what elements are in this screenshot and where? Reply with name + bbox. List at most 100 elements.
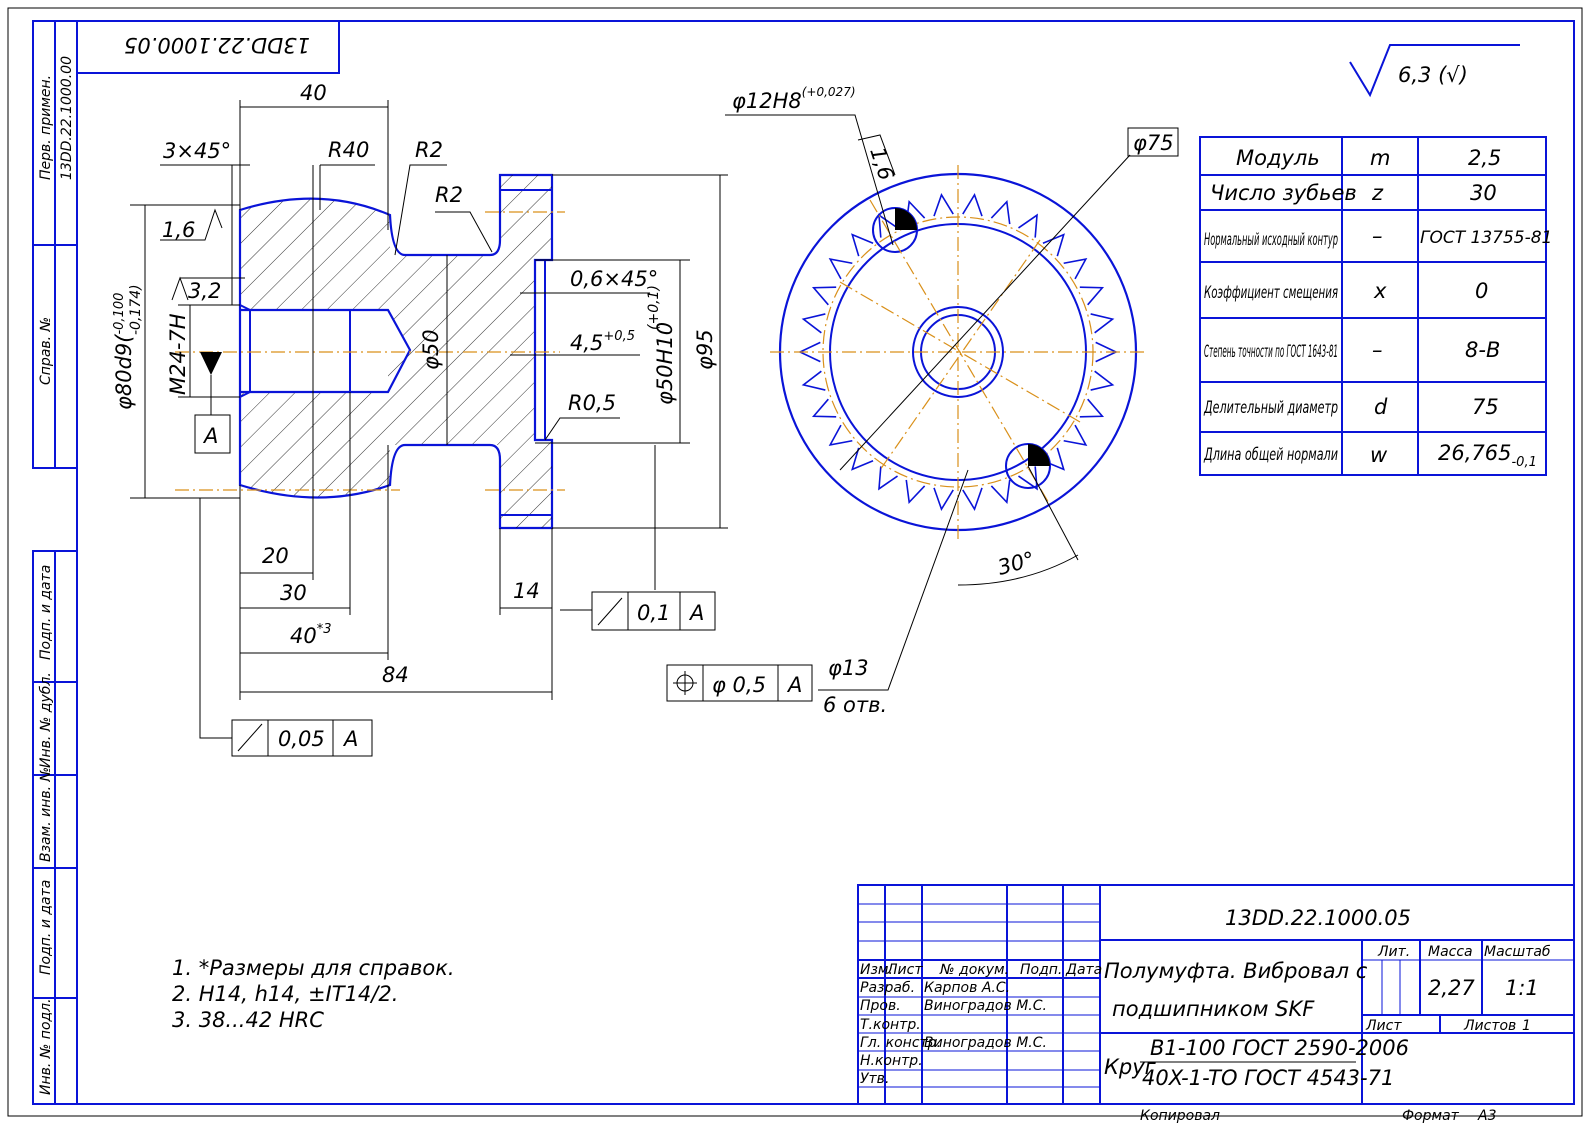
dim-r05: R0,5 xyxy=(568,391,616,415)
tb-name-1: Полумуфта. Вибровал с xyxy=(1104,959,1368,983)
roughness-text: 6,3 (√) xyxy=(1398,63,1468,87)
gear-tooth xyxy=(990,199,1011,225)
tb-number: 13DD.22.1000.05 xyxy=(1225,906,1411,930)
dim-40b-tol: *3 xyxy=(317,622,332,637)
svg-text:4,5+0,5: 4,5+0,5 xyxy=(570,329,635,355)
fv-hole-tol: (+0,027) xyxy=(802,85,856,99)
tb-list: Лист xyxy=(1365,1018,1402,1034)
tb-hdr-podp: Подп. xyxy=(1020,962,1062,978)
gear-tooth xyxy=(1042,233,1065,257)
dim-chamfer2: 0,6×45° xyxy=(570,267,658,291)
gear-tooth xyxy=(878,213,898,238)
svg-text:φ12H8(+0,027): φ12H8(+0,027) xyxy=(732,85,856,113)
side-vzam-inv: Взам. инв. № xyxy=(38,767,54,862)
dim-dia80-close: ) xyxy=(128,284,144,290)
tb-hdr-list: Лист xyxy=(886,962,923,978)
fv-holes-count: 6 отв. xyxy=(823,693,887,717)
gear-tooth xyxy=(905,479,926,505)
runout1-datum: A xyxy=(688,601,704,625)
side-stamp: Перв. примен. 13DD.22.1000.00 Справ. № П… xyxy=(32,20,77,1105)
dim-dia50: φ50 xyxy=(419,329,443,370)
svg-text:φ80d9(-0,100: φ80d9(-0,100 xyxy=(112,293,136,410)
svg-text:40*3: 40*3 xyxy=(290,622,332,648)
gt-row6-name: Длина общей нормали xyxy=(1203,445,1338,465)
gear-tooth xyxy=(990,479,1011,505)
gear-tooth xyxy=(933,193,954,217)
gear-tooth xyxy=(851,447,874,471)
gear-tooth xyxy=(811,398,837,418)
gear-tooth xyxy=(828,424,853,446)
dim-dia50h10-tol: (+0,1) xyxy=(646,285,662,330)
side-inv-podl: Инв. № подл. xyxy=(38,998,54,1095)
dim-groove-tol: +0,5 xyxy=(603,329,635,344)
tb-listov: Листов xyxy=(1463,1018,1516,1034)
gear-tooth xyxy=(1063,258,1088,280)
gt-row6-sym: w xyxy=(1370,443,1388,467)
side-perv-label: Перв. примен. xyxy=(38,75,54,180)
rough-16: 1,6 xyxy=(162,218,195,242)
section-bore xyxy=(240,308,412,394)
dim-dia50h10: φ50H10 xyxy=(653,322,677,405)
tb-kopiroval: Копировал xyxy=(1140,1108,1220,1124)
gt-row6-tol: -0,1 xyxy=(1511,455,1536,470)
gt-row5-val: 75 xyxy=(1472,395,1499,419)
roughness-symbol: 6,3 (√) xyxy=(1349,44,1520,98)
tb-name-row1: Виноградов М.С. xyxy=(924,998,1047,1014)
tb-listov-value: 1 xyxy=(1522,1018,1531,1034)
dim-dia80-tol: -0,100 xyxy=(112,293,127,335)
gt-row0-val: 2,5 xyxy=(1468,146,1501,170)
tb-material-1: B1-100 ГОСТ 2590-2006 xyxy=(1150,1036,1409,1060)
side-sprav-label: Справ. № xyxy=(38,317,54,385)
position-datum: A xyxy=(786,673,802,697)
tb-role-2: Т.контр. xyxy=(860,1017,921,1033)
fv-rough: 1,6 xyxy=(865,144,898,183)
tb-scale-value: 1:1 xyxy=(1505,976,1539,1000)
tb-mass-value: 2,27 xyxy=(1428,976,1475,1000)
tb-format-label: Формат xyxy=(1402,1108,1460,1124)
top-drawing-number: 13DD.22.1000.05 xyxy=(124,33,310,57)
dim-chamfer: 3×45° xyxy=(163,139,231,163)
gt-row3-val: 0 xyxy=(1475,279,1488,303)
dim-dia80: φ80d9( xyxy=(112,334,136,410)
tb-masshtab: Масштаб xyxy=(1484,944,1551,960)
gear-tooth xyxy=(1063,424,1088,446)
rough-32: 3,2 xyxy=(188,279,221,303)
tb-role-5: Утв. xyxy=(860,1071,889,1087)
dim-84: 84 xyxy=(382,663,409,687)
dim-r2-b: R2 xyxy=(435,183,463,207)
gt-row1-name: Число зубьев xyxy=(1210,181,1357,205)
side-inv-dubl: Инв. № дубл. xyxy=(38,672,54,768)
gt-row3-name: Коэффициент смещения xyxy=(1204,283,1338,303)
tb-massa: Масса xyxy=(1428,944,1473,960)
gt-row2-sym: – xyxy=(1372,224,1383,248)
tb-hdr-doc: № докум. xyxy=(939,962,1009,978)
gear-tooth xyxy=(1018,213,1038,238)
tb-format-value: A3 xyxy=(1477,1108,1496,1124)
svg-text:26,765-0,1: 26,765-0,1 xyxy=(1438,441,1537,470)
gt-row4-sym: – xyxy=(1372,338,1383,362)
side-perv-value: 13DD.22.1000.00 xyxy=(59,56,75,180)
section-dimensions: 40 3×45° R40 R2 R2 1,6 φ80d9(-0,100 -0,1… xyxy=(112,81,728,700)
flange-hole-bot xyxy=(500,462,552,528)
side-podp-data-2: Подп. и дата xyxy=(38,880,54,975)
tb-hdr-data: Дата xyxy=(1065,962,1102,978)
side-podp-data-1: Подп. и дата xyxy=(38,565,54,660)
front-view: φ12H8(+0,027) 1,6 φ75 φ13 6 отв. 30° xyxy=(725,85,1179,717)
section-view xyxy=(175,173,565,530)
tb-role-4: Н.контр. xyxy=(860,1053,923,1069)
tb-lit: Лит. xyxy=(1377,944,1410,960)
outer-border xyxy=(7,7,1583,1117)
runout1-value: 0,1 xyxy=(637,601,670,625)
gear-tooth xyxy=(851,233,874,257)
runout2-datum: A xyxy=(342,727,358,751)
gt-row2-name: Нормальный исходный контур xyxy=(1204,230,1338,250)
dim-40-top: 40 xyxy=(300,81,327,105)
fv-pcd: φ75 xyxy=(1133,131,1174,155)
gear-tooth xyxy=(1079,398,1105,418)
gt-row5-name: Делительный диаметр xyxy=(1203,398,1338,418)
tb-name-row3: Виноградов М.С. xyxy=(924,1035,1047,1051)
gt-row3-sym: x xyxy=(1373,279,1387,303)
dim-thread: M24-7H xyxy=(166,313,190,395)
dim-14: 14 xyxy=(513,579,540,603)
gt-row1-sym: z xyxy=(1371,181,1384,205)
